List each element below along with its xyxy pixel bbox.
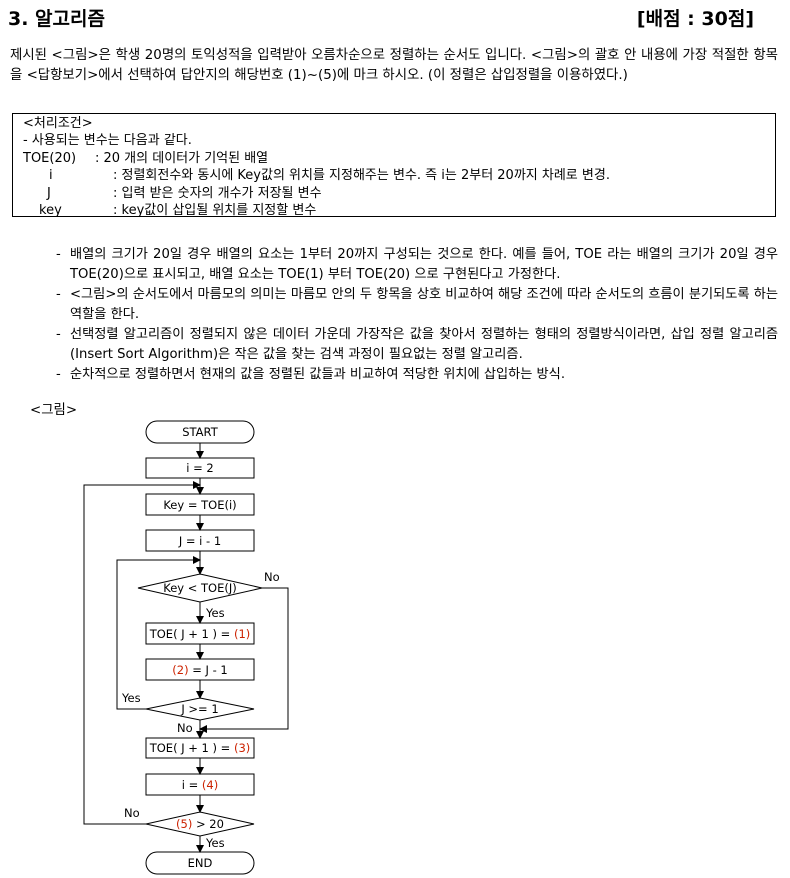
- note-item: -선택정렬 알고리즘이 정렬되지 않은 데이터 가운데 가장작은 값을 찾아서 …: [56, 327, 778, 362]
- insert-prefix: TOE( J + 1 ) =: [149, 741, 234, 755]
- decision-i-suffix: > 20: [192, 817, 224, 831]
- key-assign-label: Key = TOE(i): [163, 498, 236, 512]
- decision-i-label: (5) > 20: [176, 817, 224, 831]
- blank-3: (3): [234, 741, 250, 755]
- note-item: -<그림>의 순서도에서 마름모의 의미는 마름모 안의 두 항목을 상호 비교…: [56, 287, 778, 322]
- decision-j-label: J >= 1: [180, 702, 218, 716]
- variable-desc: : 20 개의 데이터가 기억된 배열: [95, 150, 269, 166]
- note-item: -순차적으로 정렬하면서 현재의 값을 정렬된 값들과 비교하여 적당한 위치에…: [56, 367, 566, 382]
- decrement-suffix: = J - 1: [189, 663, 228, 677]
- cond3-yes-label: Yes: [205, 836, 225, 850]
- increment-label: i = (4): [182, 778, 218, 792]
- figure-label: <그림>: [30, 403, 78, 418]
- note-item: -배열의 크기가 20일 경우 배열의 요소는 1부터 20까지 구성되는 것으…: [56, 247, 778, 282]
- conditions-box: <처리조건> - 사용되는 변수는 다음과 같다. TOE(20) : 20 개…: [12, 113, 776, 219]
- score-label: [배점 : 30점]: [636, 8, 754, 30]
- variable-term: i: [49, 168, 53, 184]
- variable-row: i : 정렬회전수와 동시에 Key값의 위치를 지정해주는 변수. 즉 i는 …: [23, 167, 775, 184]
- cond2-yes-label: Yes: [121, 691, 141, 705]
- shift-prefix: TOE( J + 1 ) =: [149, 627, 234, 641]
- note-text: 선택정렬 알고리즘이 정렬되지 않은 데이터 가운데 가장작은 값을 찾아서 정…: [70, 327, 778, 362]
- variable-term: key: [39, 202, 62, 218]
- outer-loop-connector: [83, 481, 201, 825]
- init-i-label: i = 2: [186, 461, 213, 475]
- no-branch-connector: [199, 587, 289, 733]
- question-intro: 제시된 <그림>은 학생 20명의 토익성적을 입력받아 오름차순으로 정렬하는…: [10, 48, 778, 83]
- decrement-label: (2) = J - 1: [172, 663, 227, 677]
- start-label: START: [182, 425, 218, 439]
- note-text: 순차적으로 정렬하면서 현재의 값을 정렬된 값들과 비교하여 적당한 위치에 …: [70, 367, 566, 382]
- increment-prefix: i =: [182, 778, 202, 792]
- variable-desc: : 정렬회전수와 동시에 Key값의 위치를 지정해주는 변수. 즉 i는 2부…: [113, 168, 610, 184]
- question-title: 3. 알고리즘: [8, 8, 105, 30]
- cond2-no-label: No: [177, 721, 193, 735]
- insert-label: TOE( J + 1 ) = (3): [149, 741, 251, 755]
- blank-5: (5): [176, 817, 192, 831]
- variable-term: J: [47, 185, 51, 201]
- cond3-no-label: No: [124, 806, 140, 820]
- note-text: <그림>의 순서도에서 마름모의 의미는 마름모 안의 두 항목을 상호 비교하…: [70, 287, 778, 322]
- conditions-subheading: - 사용되는 변수는 다음과 같다.: [23, 133, 192, 149]
- j-assign-label: J = i - 1: [178, 534, 221, 548]
- cond1-no-label: No: [264, 570, 280, 584]
- cond1-yes-label: Yes: [205, 606, 225, 620]
- shift-label: TOE( J + 1 ) = (1): [149, 627, 251, 641]
- conditions-heading: <처리조건>: [23, 116, 93, 131]
- blank-1: (1): [234, 627, 250, 641]
- decision-key-label: Key < TOE(J): [163, 581, 237, 595]
- variable-desc: : key값이 삽입될 위치를 지정할 변수: [113, 202, 317, 218]
- notes-list: -배열의 크기가 20일 경우 배열의 요소는 1부터 20까지 구성되는 것으…: [56, 245, 778, 385]
- variable-row: key : key값이 삽입될 위치를 지정할 변수: [23, 202, 775, 219]
- variable-row: TOE(20) : 20 개의 데이터가 기억된 배열: [23, 150, 775, 167]
- end-label: END: [188, 856, 213, 870]
- blank-2: (2): [172, 663, 188, 677]
- note-text: 배열의 크기가 20일 경우 배열의 요소는 1부터 20까지 구성되는 것으로…: [70, 247, 778, 282]
- variable-term: TOE(20): [23, 150, 77, 166]
- variable-desc: : 입력 받은 숫자의 개수가 저장될 변수: [113, 185, 322, 201]
- loop-back-connector: [116, 556, 201, 710]
- variable-row: J : 입력 받은 숫자의 개수가 저장될 변수: [23, 185, 775, 202]
- blank-4: (4): [202, 778, 218, 792]
